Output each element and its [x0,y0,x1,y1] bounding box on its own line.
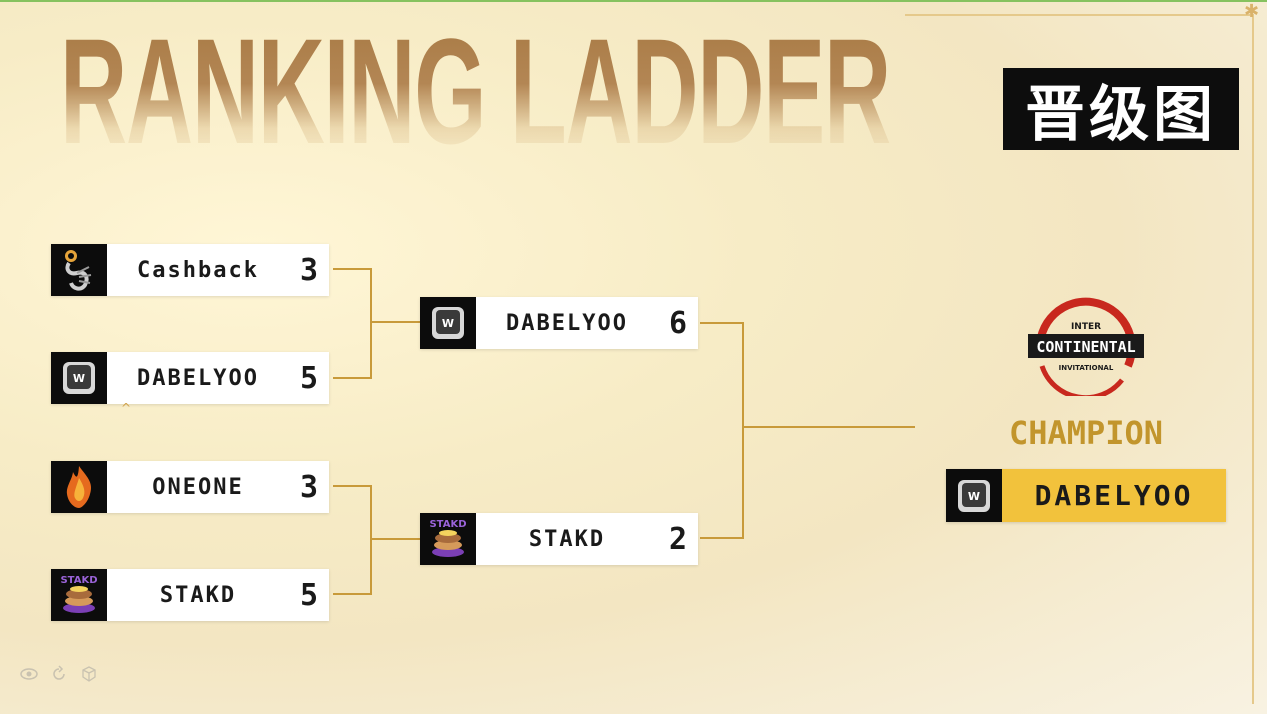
team-name: STAKD [159,582,237,608]
event-logo: INTER CONTINENTAL INVITATIONAL [1028,297,1144,396]
w-key-logo: W [946,469,1002,522]
team-score: 6 [668,305,688,341]
final-slot-stakd: STAKD STAKD 2 [420,513,698,565]
page-title: RANKING LADDER [60,7,891,175]
final-connector [700,322,744,539]
team-score: 5 [299,577,319,613]
team-name: ONEONE [152,474,244,500]
stakd-logo-text: STAKD [429,519,466,530]
team-name: STAKD [528,526,606,552]
event-logo-bottom-text: INVITATIONAL [1059,364,1114,372]
team-name: Cashback [137,257,259,283]
sf2-connector [333,485,372,595]
final-slot-dabelyoo: W DABELYOO 6 [420,297,698,349]
team-name: DABELYOO [506,310,628,336]
team-score: 3 [299,252,319,288]
bracket-slot-oneone: ONEONE 3 [51,461,329,513]
stakd-logo: STAKD [51,569,107,621]
frame-top-line [905,14,1250,16]
eye-icon[interactable] [20,665,38,683]
bracket-slot-stakd: STAKD STAKD 5 [51,569,329,621]
event-logo-top-text: INTER [1071,322,1101,332]
stakd-logo-text: STAKD [60,575,97,586]
w-key-letter: W [442,317,454,330]
frame-right-line [1252,14,1254,704]
w-key-letter: W [73,372,85,385]
champion-label: CHAMPION [1008,414,1164,452]
sparkle-icon: ✱ [1244,1,1260,22]
team-score: 5 [299,360,319,396]
chevron-up-icon: ^ [121,401,132,415]
w-key-logo: W [51,352,107,404]
sf1-connector [333,268,372,379]
team-score: 3 [299,469,319,505]
champion-slot: W DABELYOO [946,469,1226,522]
bracket-slot-dabelyoo: W DABELYOO 5 [51,352,329,404]
team-score: 2 [668,521,688,557]
team-name: DABELYOO [137,365,259,391]
event-logo-main-text: CONTINENTAL [1036,338,1135,356]
rotate-icon[interactable] [50,665,68,683]
scorpion-logo [51,244,107,296]
w-key-letter: W [968,490,980,503]
stakd-logo: STAKD [420,513,476,565]
cube-icon[interactable] [80,665,98,683]
top-accent-line [0,0,1267,2]
bracket-slot-cashback: Cashback 3 [51,244,329,296]
bottom-toolbar [20,665,98,683]
w-key-logo: W [420,297,476,349]
champion-name: DABELYOO [1034,479,1194,512]
chinese-title: 晋级图 [1003,68,1239,150]
flame-logo [51,461,107,513]
